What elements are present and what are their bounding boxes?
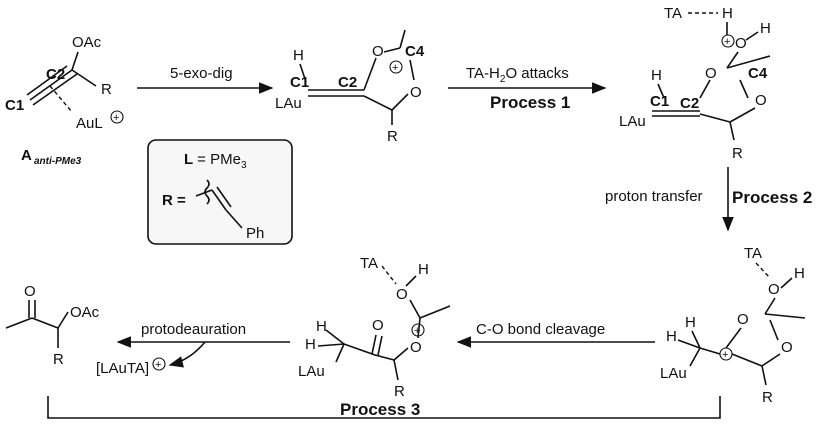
- step-5-exo-dig: 5-exo-dig: [137, 65, 274, 94]
- svg-text:O: O: [410, 84, 422, 101]
- structure-product: O OAc R: [5, 283, 100, 368]
- legend-box: L= PMe3 R = Ph: [147, 139, 293, 245]
- svg-text:R: R: [732, 145, 743, 162]
- process-3-bracket: Process 3: [47, 396, 721, 419]
- svg-text:C2: C2: [680, 95, 699, 112]
- svg-text:O: O: [755, 92, 767, 109]
- svg-text:O: O: [372, 43, 384, 60]
- svg-text:O: O: [24, 283, 36, 300]
- a-label: A: [21, 147, 32, 164]
- svg-text:H: H: [418, 261, 429, 278]
- svg-text:O: O: [781, 339, 793, 356]
- svg-text:R: R: [762, 389, 773, 406]
- a-subscript: anti-PMe3: [34, 156, 82, 167]
- r-label: R: [101, 81, 112, 98]
- svg-text:H: H: [293, 47, 304, 64]
- svg-text:H: H: [666, 328, 677, 345]
- svg-text:H: H: [316, 318, 327, 335]
- svg-text:LAu: LAu: [275, 95, 302, 112]
- svg-text:C1: C1: [290, 74, 309, 91]
- process-3-label: Process 3: [340, 400, 420, 419]
- co-cleavage-label: C-O bond cleavage: [476, 321, 605, 338]
- step-process-1: TA-H2O attacks Process 1: [448, 65, 607, 112]
- svg-text:L= PMe3: L= PMe3: [184, 151, 247, 171]
- step-co-bond-cleavage: C-O bond cleavage: [456, 321, 655, 348]
- svg-text:O: O: [372, 317, 384, 334]
- svg-text:LAu: LAu: [619, 113, 646, 130]
- protodeauration-label: protodeauration: [141, 321, 246, 338]
- structure-orthoester-cation: TA O H O O + R H H LAu: [660, 245, 806, 406]
- svg-text:+: +: [392, 62, 398, 74]
- aul-label: AuL: [76, 115, 103, 132]
- structure-vinyl-gold: H C1 LAu C2 O C4 + O R: [275, 29, 425, 145]
- process-2-label: Process 2: [732, 188, 812, 207]
- svg-text:+: +: [722, 349, 728, 361]
- svg-text:R: R: [53, 351, 64, 368]
- svg-text:+: +: [155, 359, 161, 371]
- svg-text:+: +: [724, 36, 730, 48]
- svg-text:H: H: [760, 20, 771, 37]
- svg-text:H: H: [722, 5, 733, 22]
- process-1-label: Process 1: [490, 93, 570, 112]
- lauta-label: [LAuTA]: [96, 360, 149, 377]
- structure-a: OAc R C2 C1 AuL + A anti-PMe3: [5, 34, 124, 167]
- svg-text:TA: TA: [664, 5, 682, 22]
- svg-text:TA: TA: [744, 245, 762, 262]
- structure-ketone-oxocarbenium: TA O H + O O R H H LAu: [298, 255, 451, 400]
- svg-text:O: O: [410, 339, 422, 356]
- svg-text:H: H: [651, 67, 662, 84]
- svg-text:C1: C1: [650, 93, 669, 110]
- svg-text:O: O: [396, 286, 408, 303]
- r-equals-label: R =: [162, 192, 186, 209]
- svg-text:TA: TA: [360, 255, 378, 272]
- c2-label: C2: [46, 66, 65, 83]
- svg-text:Ph: Ph: [246, 225, 264, 242]
- svg-text:R: R: [387, 128, 398, 145]
- svg-text:H: H: [305, 336, 316, 353]
- svg-text:O: O: [705, 65, 717, 82]
- svg-text:C4: C4: [748, 65, 768, 82]
- proton-transfer-label: proton transfer: [605, 188, 703, 205]
- step-protodeauration: protodeauration [LAuTA] +: [96, 321, 290, 377]
- svg-text:OAc: OAc: [70, 304, 100, 321]
- c1-label: C1: [5, 97, 24, 114]
- svg-text:LAu: LAu: [660, 365, 687, 382]
- svg-text:H: H: [685, 314, 696, 331]
- svg-text:O: O: [737, 311, 749, 328]
- svg-text:LAu: LAu: [298, 363, 325, 380]
- structure-water-adduct: TA H O + H O C4 O C2 H C1 LAu R: [619, 5, 771, 162]
- svg-text:C4: C4: [405, 43, 425, 60]
- svg-text:TA-H2O attacks: TA-H2O attacks: [466, 65, 569, 85]
- svg-text:R: R: [394, 383, 405, 400]
- svg-text:+: +: [414, 325, 420, 337]
- svg-text:O: O: [768, 281, 780, 298]
- oac-label: OAc: [72, 34, 102, 51]
- step-process-2: proton transfer Process 2: [605, 167, 812, 232]
- svg-text:O: O: [735, 35, 747, 52]
- svg-text:C2: C2: [338, 74, 357, 91]
- svg-text:+: +: [113, 112, 119, 124]
- svg-text:H: H: [794, 265, 805, 282]
- step-5-exo-dig-label: 5-exo-dig: [170, 65, 233, 82]
